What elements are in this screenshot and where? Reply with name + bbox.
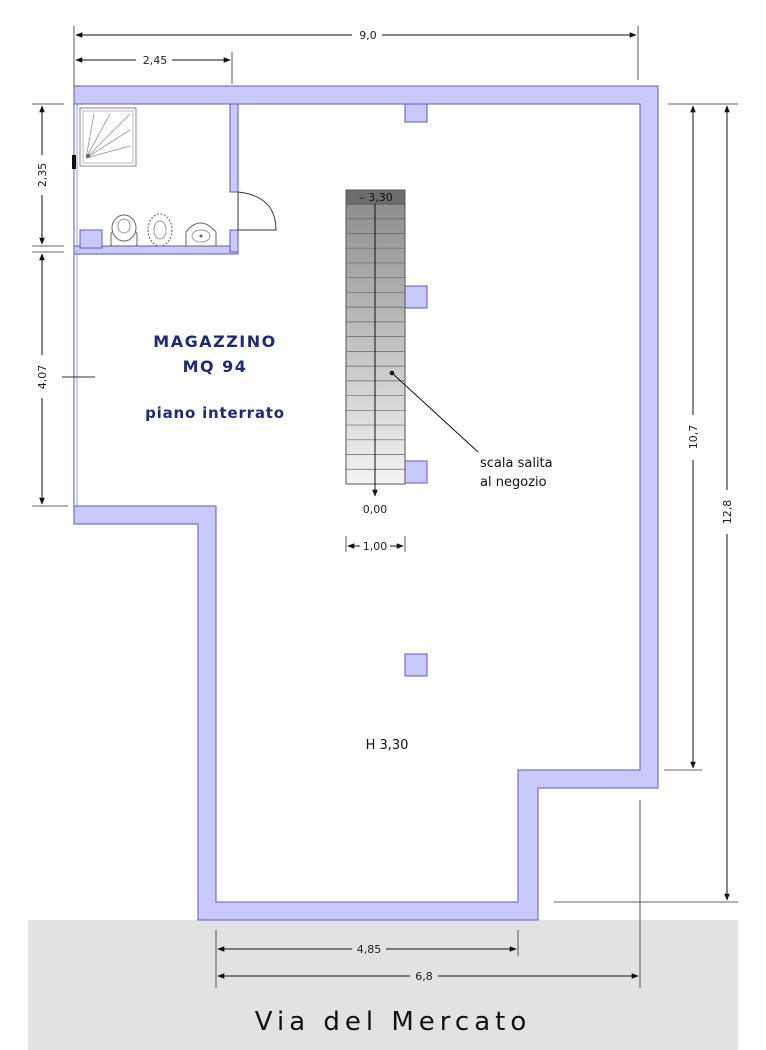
toilet-icon — [110, 214, 138, 247]
street-band — [28, 920, 738, 1050]
pillar-stair-lower — [404, 460, 428, 484]
stair-note-line2: al negozio — [480, 475, 547, 490]
pillar-top — [404, 103, 428, 123]
room-level: piano interrato — [145, 404, 285, 422]
bath-wall-vertical — [229, 103, 239, 193]
dim-front-inner: 4,85 — [357, 943, 382, 956]
shower-icon — [79, 107, 137, 167]
bath-door — [237, 191, 277, 231]
dim-total-depth: 12,8 — [721, 500, 734, 525]
pillar-bath — [79, 229, 103, 249]
dim-bath-depth: 2,35 — [36, 163, 49, 188]
pillar-center — [404, 653, 428, 677]
pillar-stair-upper — [404, 285, 428, 309]
bidet-icon — [147, 213, 173, 247]
dim-bath-width: 2,45 — [143, 54, 168, 67]
stair-note-line1: scala salita — [480, 456, 553, 471]
dim-inner-depth: 10,7 — [687, 425, 700, 450]
room-title: MAGAZZINO — [153, 332, 276, 351]
staircase — [345, 189, 406, 497]
dim-stair-width: 1,00 — [363, 540, 388, 553]
stair-bottom-level: 0,00 — [363, 503, 388, 516]
street-name: Via del Mercato — [255, 1007, 532, 1037]
sink-icon — [185, 222, 217, 247]
stair-top-level: – 3,30 — [359, 191, 393, 204]
dim-total-width: 9,0 — [359, 29, 377, 42]
room-area: MQ 94 — [183, 357, 248, 376]
ceiling-height: H 3,30 — [366, 738, 409, 753]
dim-front-outer: 6,8 — [415, 970, 433, 983]
dim-left-segment: 4,07 — [36, 365, 49, 390]
